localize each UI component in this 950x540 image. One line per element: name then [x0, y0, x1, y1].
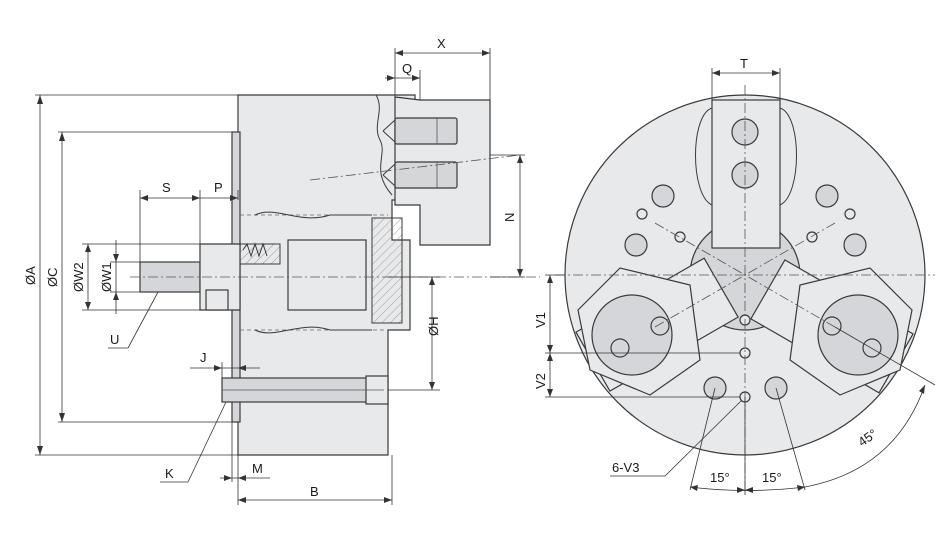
label-angle-45: 45°	[855, 426, 880, 450]
label-N: N	[502, 213, 517, 222]
label-C: ØC	[45, 268, 60, 288]
piston-cavity	[371, 217, 403, 324]
jaw-bolt-upper	[394, 117, 458, 145]
dim-T: T	[711, 56, 781, 100]
dim-N: N	[490, 154, 525, 278]
leader-U: U	[108, 291, 159, 349]
dim-angles: 15° 15° 45°	[689, 326, 936, 495]
label-J: J	[200, 350, 207, 365]
label-A: ØA	[23, 266, 38, 285]
label-angle-left: 15°	[710, 470, 730, 485]
label-K: K	[165, 466, 174, 481]
label-B: B	[310, 484, 319, 499]
dim-B: B	[238, 455, 393, 505]
dim-C: ØC	[45, 131, 232, 423]
dim-A: ØA	[23, 94, 238, 456]
label-S: S	[162, 180, 171, 195]
label-Q: Q	[402, 61, 412, 76]
label-M: M	[252, 461, 263, 476]
dim-H: ØH	[388, 276, 441, 391]
dim-V1: V1	[533, 274, 740, 354]
side-view: ØA ØC ØW2 ØW1	[23, 36, 540, 505]
label-H: ØH	[426, 317, 441, 337]
leader-K: K	[160, 401, 227, 483]
dim-S: S	[139, 180, 201, 262]
locking-ring	[205, 289, 229, 311]
dim-Q: Q	[385, 61, 421, 100]
label-U: U	[110, 332, 119, 347]
front-view: T V1 V2 6-V3	[533, 56, 936, 495]
piston-core	[287, 239, 367, 311]
label-V1: V1	[533, 312, 548, 328]
label-V2: V2	[533, 373, 548, 389]
dim-M: M	[220, 422, 270, 505]
dim-V2: V2	[533, 353, 740, 398]
dim-W1: ØW1	[99, 240, 140, 314]
label-T: T	[740, 56, 748, 71]
label-W2: ØW2	[71, 262, 86, 292]
body-breakline	[375, 94, 393, 196]
dim-J: J	[190, 350, 260, 378]
label-V3: 6-V3	[612, 460, 639, 475]
label-angle-right: 15°	[762, 470, 782, 485]
dim-X: X	[394, 36, 491, 100]
label-P: P	[214, 180, 223, 195]
label-X: X	[437, 36, 446, 51]
jaw-bolt-lower	[394, 161, 458, 189]
dim-P: P	[200, 180, 239, 201]
dim-W2: ØW2	[71, 243, 200, 311]
label-W1: ØW1	[99, 262, 114, 292]
